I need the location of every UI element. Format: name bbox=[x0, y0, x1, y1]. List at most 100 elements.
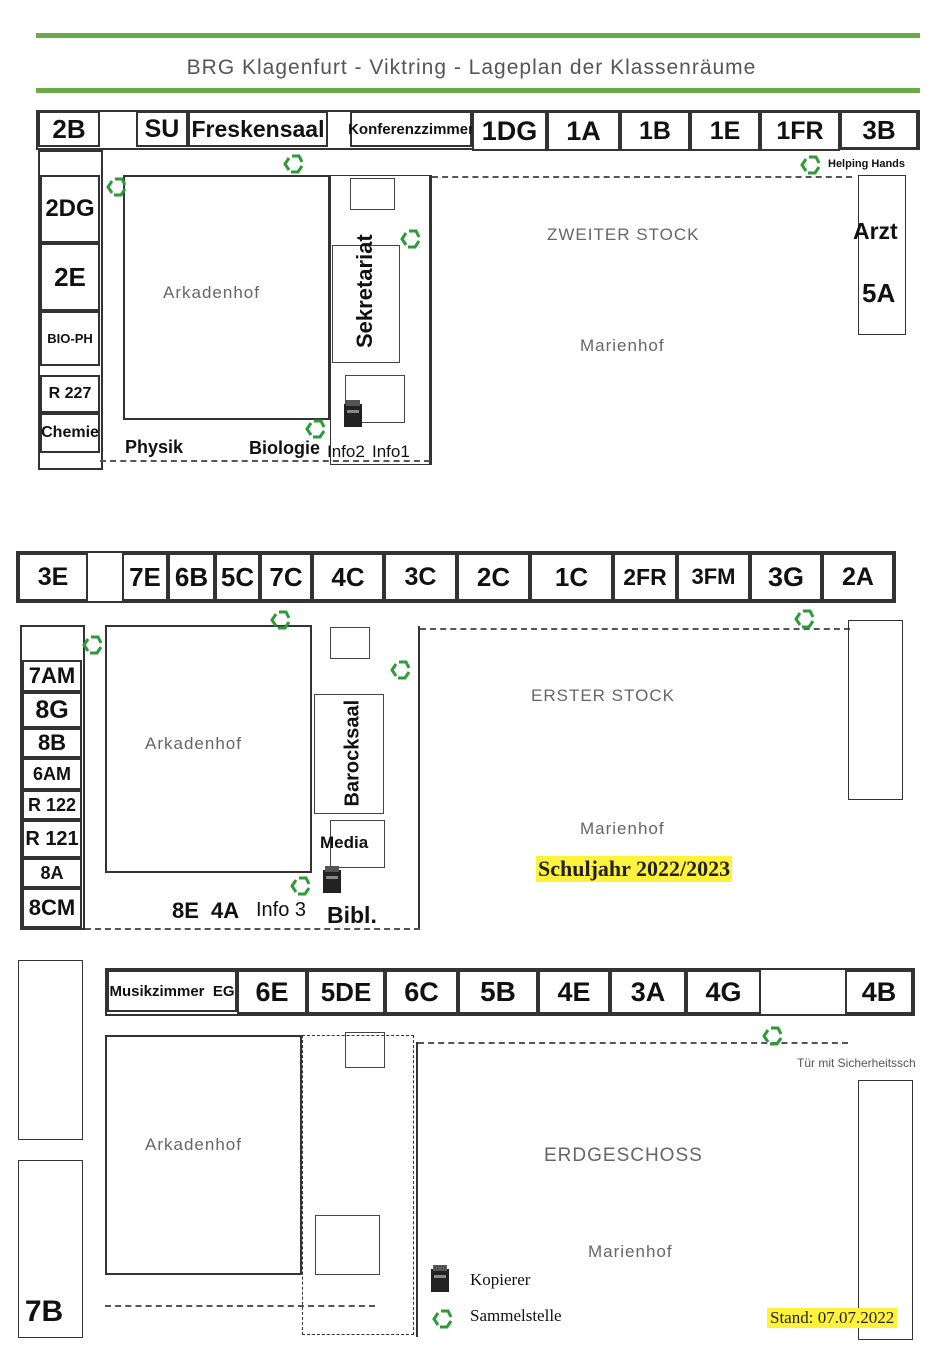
room-8G: 8G bbox=[22, 692, 82, 728]
room-1E: 1E bbox=[690, 111, 760, 151]
legend-collection-label: Sammelstelle bbox=[470, 1306, 562, 1325]
room-2E: 2E bbox=[40, 243, 100, 311]
room-konferenzzimmer: Konferenzzimmer bbox=[348, 111, 474, 147]
room-3C: 3C bbox=[384, 553, 457, 601]
room-5A: 5A bbox=[862, 278, 896, 308]
room-4E: 4E bbox=[538, 970, 610, 1014]
room-info2: Info2 bbox=[327, 442, 365, 461]
room-1A: 1A bbox=[547, 111, 620, 151]
room-4C: 4C bbox=[312, 553, 384, 601]
room-1DG: 1DG bbox=[472, 111, 547, 151]
floor1-bottom-wall bbox=[85, 928, 420, 930]
room-R227: R 227 bbox=[40, 375, 100, 413]
floor0-center-block bbox=[302, 1035, 414, 1335]
room-SU: SU bbox=[136, 111, 188, 147]
floor2-sekretariat-box bbox=[332, 245, 400, 363]
room-6E: 6E bbox=[237, 970, 307, 1014]
room-4A: 4A bbox=[211, 898, 240, 923]
recycle-icon bbox=[400, 229, 421, 249]
room-3FM: 3FM bbox=[677, 553, 750, 601]
recycle-icon bbox=[82, 635, 103, 655]
floor0-marienhof-top bbox=[418, 1042, 848, 1044]
room-5B: 5B bbox=[458, 970, 538, 1014]
room-freskensaal: Freskensaal bbox=[188, 111, 328, 147]
floor2-sekretariat: Sekretariat bbox=[352, 234, 377, 348]
copier-icon bbox=[431, 1265, 449, 1292]
room-bibl: Bibl. bbox=[327, 902, 377, 928]
floor2-right-wing bbox=[430, 175, 432, 465]
room-2C: 2C bbox=[457, 553, 530, 601]
floor2-outline-left bbox=[38, 150, 103, 470]
room-3B: 3B bbox=[840, 111, 918, 149]
floor0-yard-label: Marienhof bbox=[588, 1242, 673, 1261]
floor1-media-box bbox=[330, 820, 385, 868]
floor0-right-wing bbox=[416, 1042, 418, 1337]
room-7B: 7B bbox=[20, 1290, 68, 1334]
room-1FR: 1FR bbox=[760, 111, 840, 151]
copier-icon bbox=[344, 400, 362, 427]
floor2-label: ZWEITER STOCK bbox=[547, 225, 700, 244]
room-media: Media bbox=[320, 833, 369, 852]
header-line-bottom bbox=[36, 88, 920, 93]
floor2-info-box bbox=[345, 375, 405, 423]
room-5DE: 5DE bbox=[307, 970, 385, 1014]
room-arzt: Arzt bbox=[853, 218, 898, 244]
page-title: BRG Klagenfurt - Viktring - Lageplan der… bbox=[186, 56, 757, 79]
floor2-yard-label: Marienhof bbox=[580, 336, 665, 355]
room-BIO-PH: BIO-PH bbox=[40, 311, 100, 366]
room-4B: 4B bbox=[845, 970, 913, 1014]
room-2A: 2A bbox=[822, 553, 894, 601]
floor0-stair-1 bbox=[345, 1032, 385, 1068]
floor1-outline-left bbox=[20, 625, 85, 930]
floor1-courtyard bbox=[105, 625, 312, 873]
room-8B: 8B bbox=[22, 728, 82, 758]
floor1-yard-label: Marienhof bbox=[580, 819, 665, 838]
room-8CM: 8CM bbox=[22, 888, 82, 928]
floor0-outline-left bbox=[18, 960, 83, 1140]
floor2-marienhof-top bbox=[432, 176, 852, 178]
recycle-icon bbox=[432, 1309, 453, 1329]
room-6C: 6C bbox=[385, 970, 458, 1014]
room-R121: R 121 bbox=[22, 820, 82, 858]
room-biologie: Biologie bbox=[249, 438, 320, 458]
floor1-label: ERSTER STOCK bbox=[531, 686, 675, 705]
floor2-courtyard-label: Arkadenhof bbox=[163, 283, 260, 302]
recycle-icon bbox=[283, 154, 304, 174]
floor0-courtyard-label: Arkadenhof bbox=[145, 1135, 242, 1154]
legend-copier-label: Kopierer bbox=[470, 1270, 531, 1289]
room-7C: 7C bbox=[260, 553, 312, 601]
room-helping-hands: Helping Hands bbox=[828, 158, 906, 170]
room-1B: 1B bbox=[620, 111, 690, 151]
floor0-bottom-wall bbox=[105, 1305, 375, 1307]
floor2-bottom-wall bbox=[100, 460, 430, 462]
recycle-icon bbox=[305, 419, 326, 439]
recycle-icon bbox=[762, 1026, 783, 1046]
floor1-barocksaal-box bbox=[314, 694, 384, 814]
room-8A: 8A bbox=[22, 858, 82, 888]
floor0-stair-2 bbox=[315, 1215, 380, 1275]
recycle-icon bbox=[270, 610, 291, 630]
floor0-right-column bbox=[858, 1080, 913, 1340]
floor2-center-block bbox=[330, 175, 430, 465]
floor1-courtyard-label: Arkadenhof bbox=[145, 734, 242, 753]
floor1-stair bbox=[330, 627, 370, 659]
room-physik: Physik bbox=[125, 437, 184, 457]
recycle-icon bbox=[106, 177, 127, 197]
floor2-stair bbox=[350, 178, 395, 210]
room-musikzimmer: Musikzimmer EG bbox=[107, 970, 237, 1012]
room-4G: 4G bbox=[686, 970, 761, 1014]
recycle-icon bbox=[800, 155, 821, 175]
room-7AM: 7AM bbox=[22, 660, 82, 692]
door-note: Tür mit Sicherheitssch bbox=[797, 1056, 916, 1070]
recycle-icon bbox=[290, 876, 311, 896]
floor1-barocksaal: Barocksaal bbox=[341, 699, 364, 807]
floor0-outline-left-lower bbox=[18, 1160, 83, 1338]
floor0-courtyard bbox=[105, 1035, 302, 1275]
room-2FR: 2FR bbox=[613, 553, 677, 601]
room-3A: 3A bbox=[610, 970, 686, 1014]
stand-date-badge: Stand: 07.07.2022 bbox=[767, 1308, 898, 1328]
recycle-icon bbox=[794, 609, 815, 629]
floor0-label: ERDGESCHOSS bbox=[544, 1145, 703, 1166]
header-line-top bbox=[36, 33, 920, 38]
floor1-right-column bbox=[848, 620, 903, 800]
